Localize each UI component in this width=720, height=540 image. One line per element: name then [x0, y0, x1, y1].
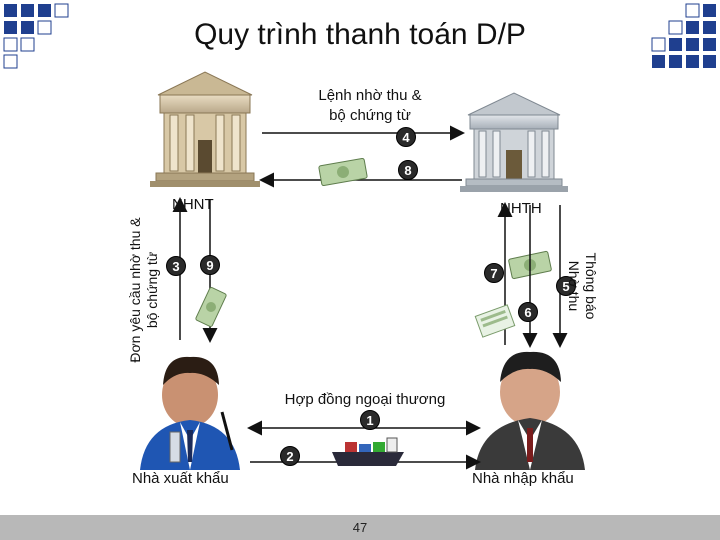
importer-person-icon — [475, 351, 585, 470]
corner-decoration-top-right — [651, 3, 716, 68]
step-4-badge: 4 — [396, 127, 416, 147]
corner-decoration-top-left — [3, 3, 69, 69]
ship-icon — [332, 437, 404, 466]
step-7-badge: 7 — [484, 263, 504, 283]
step-1-badge: 1 — [360, 410, 380, 430]
nhth-label: NHTH — [500, 200, 542, 217]
step-4-label-line1: Lệnh nhờ thu & — [318, 87, 422, 104]
step-5-label-line1: Thông báo — [583, 252, 599, 320]
step-6-badge: 6 — [518, 302, 538, 322]
page-number: 47 — [352, 520, 368, 535]
nhnt-label: NHNT — [172, 196, 214, 213]
exporter-label: Nhà xuất khẩu — [132, 470, 229, 487]
money-icon — [318, 157, 368, 187]
exporter-person-icon — [140, 356, 240, 470]
step-3-label-line1: Đơn yêu cầu nhờ thu & — [127, 217, 143, 363]
step-3-badge: 3 — [166, 256, 186, 276]
money-icon — [195, 287, 227, 327]
step-5-label-line2: Nhờ thu — [566, 260, 582, 312]
step-4-label: Lệnh nhờ thu & bộ chứng từ — [300, 86, 440, 126]
step-5-badge: 5 — [556, 276, 576, 296]
bank-icon-nhnt — [150, 71, 260, 187]
step-8-badge: 8 — [398, 160, 418, 180]
importer-label: Nhà nhập khẩu — [472, 470, 574, 487]
step-5-label: Thông báo Nhờ thu — [563, 241, 599, 331]
step-4-label-line2: bộ chứng từ — [329, 107, 411, 124]
step-3-label-line2: bộ chứng từ — [144, 251, 160, 329]
step-1-label: Hợp đồng ngoại thương — [284, 391, 446, 408]
step-2-badge: 2 — [280, 446, 300, 466]
bank-icon-nhth — [460, 92, 568, 192]
footer-bar — [0, 515, 720, 540]
step-3-label: Đơn yêu cầu nhờ thu & bộ chứng từ — [127, 200, 163, 380]
page-title: Quy trình thanh toán D/P — [194, 18, 526, 51]
step-9-badge: 9 — [200, 255, 220, 275]
documents-icon — [474, 304, 516, 338]
